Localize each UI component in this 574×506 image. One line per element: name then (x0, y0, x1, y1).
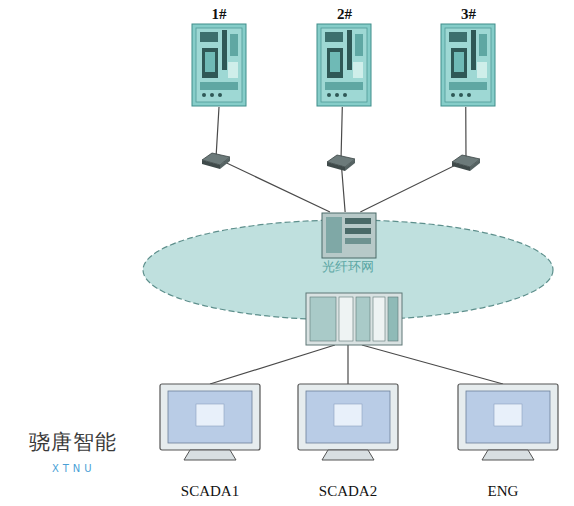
node-label: 光纤环网 (143, 259, 553, 275)
watermark: 骁唐智能 (29, 428, 117, 456)
network-link (360, 107, 466, 212)
watermark-logo: XTNU (52, 463, 96, 474)
optical-converter (202, 153, 230, 169)
node-label: 2# (317, 6, 372, 22)
plc-rack (306, 293, 402, 345)
optical-converter (452, 155, 480, 171)
network-link (347, 345, 348, 384)
node-label: 1# (192, 6, 246, 22)
workstation: SCADA2 (298, 384, 398, 500)
node-label: SCADA2 (278, 482, 418, 500)
optical-converter (327, 155, 355, 171)
workstation: ENG (458, 384, 548, 500)
monitor (458, 384, 558, 460)
node-label: ENG (438, 482, 568, 500)
node-label: SCADA1 (140, 482, 280, 500)
plc-node: 2# (317, 2, 372, 107)
network-link (210, 345, 335, 384)
node-label: 3# (441, 6, 496, 22)
network-link (216, 107, 330, 212)
plc-node: 1# (192, 2, 246, 107)
monitor (298, 384, 398, 460)
network-link (362, 345, 503, 384)
monitor (160, 384, 260, 460)
ring-network: 光纤环网 (143, 212, 553, 345)
plc-device (441, 24, 495, 106)
plc-device (192, 24, 246, 106)
workstation: SCADA1 (160, 384, 260, 500)
ring-switch (322, 213, 376, 258)
plc-device (317, 24, 371, 106)
plc-node: 3# (441, 2, 496, 107)
